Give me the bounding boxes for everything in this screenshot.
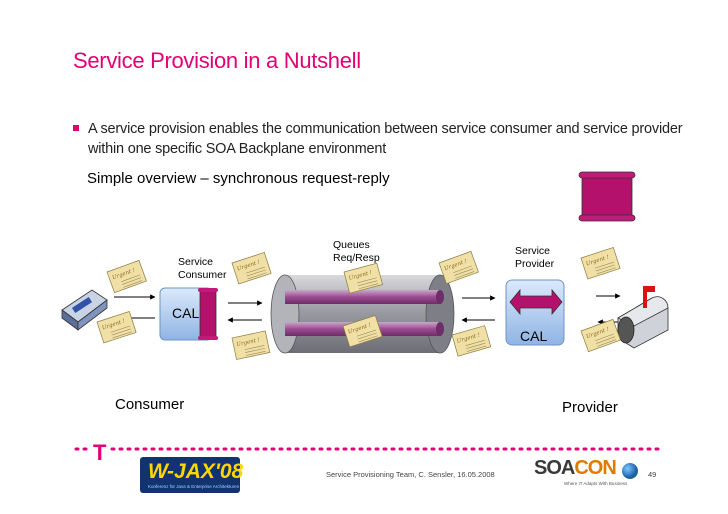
envelope-icon: Urgent ! [343, 262, 383, 294]
envelope-icon: Urgent ! [231, 252, 272, 285]
page-number: 49 [648, 470, 657, 479]
wjax-logo: W-JAX'08 [148, 460, 244, 483]
wjax-subtitle: Konferenz für Java & Enterprise Architek… [148, 484, 240, 489]
envelope-stamp: Urgent ! [236, 337, 260, 348]
mailbox-icon [617, 286, 669, 349]
footer-text: Service Provisioning Team, C. Sensler, 1… [326, 470, 495, 479]
scroll-icon [578, 171, 636, 222]
envelope-icon: Urgent ! [96, 311, 137, 344]
consumer-label: Consumer [115, 396, 185, 413]
wjax-logo-box [140, 457, 240, 493]
soacon-logo-a: SOA [534, 457, 575, 479]
soacon-tagline: Where IT Adapts With Business [564, 481, 628, 486]
envelope-icon: Urgent ! [438, 250, 479, 285]
consumer-cal-label: CAL [172, 305, 200, 321]
service-provider-label: Service Provider [515, 245, 555, 270]
provider-label: Provider [562, 399, 618, 416]
consumer-cal-box [159, 287, 218, 341]
queues-label: Queues Req/Resp [333, 239, 380, 264]
soacon-logo-b: CON [574, 457, 616, 479]
envelope-icon: Urgent ! [342, 315, 383, 348]
computer-icon [61, 289, 108, 331]
envelope-icon: Urgent ! [580, 247, 621, 280]
envelopes: Urgent ! Urgent ! Urgent ! Urgent ! Urgent !… [96, 247, 621, 360]
provider-cal-box [505, 279, 565, 346]
envelope-icon: Urgent ! [451, 325, 492, 357]
queue-pipe [270, 274, 455, 354]
soacon-logo: SOACON [534, 457, 617, 480]
envelope-stamp: Urgent ! [348, 270, 373, 282]
telekom-logo: T [93, 440, 107, 465]
slide-title: Service Provision in a Nutshell [73, 48, 361, 73]
globe-icon [622, 463, 638, 479]
service-consumer-label: Service Consumer [178, 256, 227, 281]
envelope-icon: Urgent ! [106, 259, 147, 294]
provider-cal-label: CAL [520, 328, 548, 344]
arrows [113, 293, 623, 325]
diagram-subheading: Simple overview – synchronous request-re… [87, 170, 390, 187]
envelope-icon: Urgent ! [231, 330, 271, 360]
bullet-text: A service provision enables the communic… [88, 121, 683, 157]
bullet-icon [73, 125, 79, 131]
envelope-icon: Urgent ! [580, 318, 621, 353]
